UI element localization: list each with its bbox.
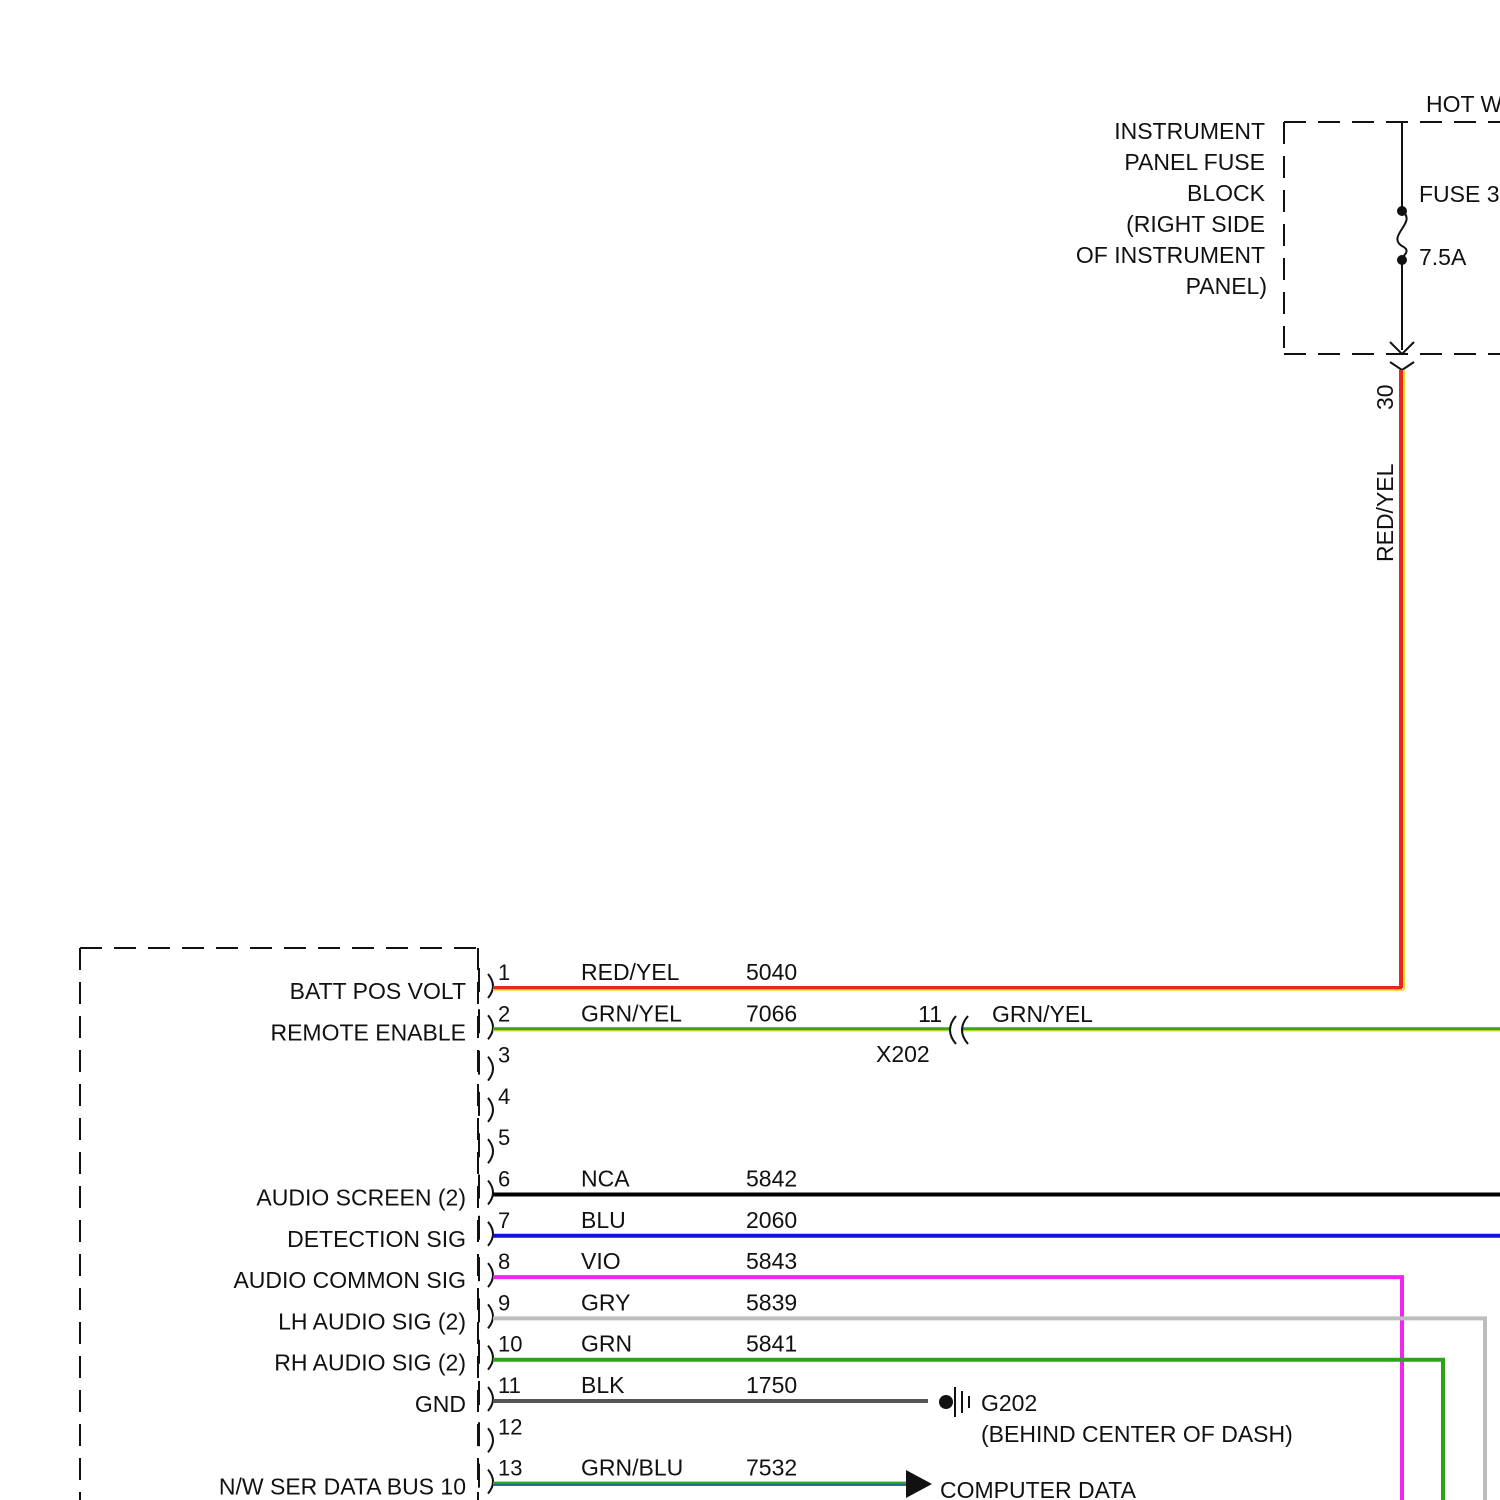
arrow-right-icon: [906, 1470, 932, 1498]
x202-pin: 11: [918, 1001, 942, 1027]
pin-function-label: DETECTION SIG: [287, 1226, 466, 1252]
wire-color-label: BLU: [581, 1207, 626, 1233]
circuit-number: 7066: [746, 1000, 797, 1026]
x202-name: X202: [876, 1041, 930, 1067]
pin-cavity-icon: [479, 1175, 493, 1205]
pin-cavity-icon: [479, 1051, 493, 1081]
pin-number: 6: [498, 1167, 510, 1192]
pin-cavity-icon: [479, 1298, 493, 1328]
pin-function-label: RH AUDIO SIG (2): [274, 1350, 466, 1376]
fuse-block-label-line: PANEL): [1186, 273, 1267, 299]
pin-function-label: REMOTE ENABLE: [270, 1019, 466, 1045]
pin-number: 10: [498, 1332, 522, 1357]
pin-cavity-icon: [479, 1422, 493, 1452]
pin-cavity-icon: [479, 1133, 493, 1163]
pin-function-label: N/W SER DATA BUS 10: [219, 1474, 466, 1500]
pin-number: 8: [498, 1249, 510, 1274]
wire-color-label: GRN/YEL: [581, 1000, 682, 1026]
circuit-number: 5040: [746, 959, 797, 985]
circuit-number: 1750: [746, 1372, 797, 1398]
ground-icon: [939, 1387, 969, 1417]
fuse-name: FUSE 3: [1419, 181, 1500, 207]
wire-fuse-output: [1402, 370, 1404, 990]
wire-color-label: GRN/BLU: [581, 1455, 683, 1481]
pin-number: 7: [498, 1208, 510, 1233]
pin-cavity-icon: [479, 1340, 493, 1370]
wire-color-label: NCA: [581, 1166, 630, 1192]
pin-number: 1: [498, 960, 510, 985]
ground-location: (BEHIND CENTER OF DASH): [981, 1421, 1293, 1447]
pin-number: 11: [498, 1373, 521, 1398]
pin-number: 12: [498, 1414, 522, 1439]
pin-cavity-icon: [479, 968, 493, 998]
pin-number: 4: [498, 1084, 510, 1109]
x202-wire-color: GRN/YEL: [992, 1001, 1093, 1027]
pin-cavity-icon: [479, 1381, 493, 1411]
circuit-number: 2060: [746, 1207, 797, 1233]
wire-color-label: GRY: [581, 1289, 630, 1315]
pin-function-label: BATT POS VOLT: [290, 978, 466, 1004]
fuse-block-label-line: PANEL FUSE: [1124, 149, 1265, 175]
hot-label: HOT W: [1426, 91, 1500, 117]
circuit-number: 5843: [746, 1248, 797, 1274]
pin-number: 3: [498, 1043, 510, 1068]
fuse-output-wire-color: RED/YEL: [1372, 463, 1398, 562]
connector-x202-icon: [950, 1016, 956, 1044]
pin-cavity-icon: [479, 1464, 493, 1494]
pin-cavity-icon: [479, 1257, 493, 1287]
fuse-output-pin: 30: [1372, 384, 1398, 410]
pin-number: 5: [498, 1125, 510, 1150]
pin-function-label: GND: [415, 1391, 466, 1417]
connector-x202: 11 GRN/YEL X202: [876, 1001, 1093, 1067]
circuit-number: 7532: [746, 1455, 797, 1481]
pin-cavity-icon: [479, 1092, 493, 1122]
fuse-block: INSTRUMENT PANEL FUSE BLOCK (RIGHT SIDE …: [1076, 91, 1500, 370]
pin-cavity-icon: [479, 1009, 493, 1039]
computer-data-link: COMPUTER DATA: [906, 1470, 1137, 1500]
pin-function-label: LH AUDIO SIG (2): [278, 1308, 466, 1334]
fuse-block-label-line: BLOCK: [1187, 180, 1266, 206]
circuit-number: 5842: [746, 1166, 797, 1192]
wire-color-label: BLK: [581, 1372, 625, 1398]
pin-cavity-icon: [479, 1216, 493, 1246]
fuse-block-label-line: (RIGHT SIDE: [1126, 211, 1265, 237]
fuse-block-label-line: OF INSTRUMENT: [1076, 242, 1265, 268]
pin-number: 9: [498, 1290, 510, 1315]
pin-number: 2: [498, 1001, 510, 1026]
wire-color-label: GRN: [581, 1331, 632, 1357]
fuse-icon: [1390, 122, 1414, 370]
wire-color-label: RED/YEL: [581, 959, 680, 985]
ground-name: G202: [981, 1390, 1037, 1416]
computer-data-label: COMPUTER DATA: [940, 1477, 1137, 1500]
pin-number: 13: [498, 1456, 522, 1481]
fuse-rating: 7.5A: [1419, 244, 1467, 270]
circuit-number: 5839: [746, 1289, 797, 1315]
pin-function-label: AUDIO SCREEN (2): [256, 1185, 466, 1211]
wire-color-label: VIO: [581, 1248, 621, 1274]
pin-function-label: AUDIO COMMON SIG: [233, 1267, 466, 1293]
circuit-number: 5841: [746, 1331, 797, 1357]
ground-g202: G202 (BEHIND CENTER OF DASH): [939, 1387, 1293, 1447]
fuse-block-label-line: INSTRUMENT: [1114, 118, 1265, 144]
